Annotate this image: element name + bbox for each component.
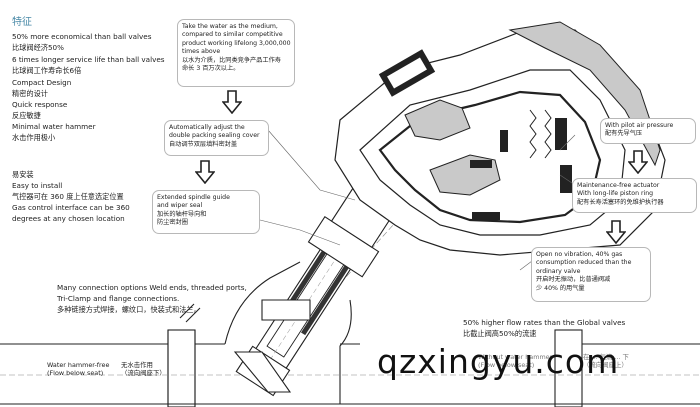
features-title: 特征 (12, 17, 32, 28)
connection-line: Tri-Clamp and flange connections. (57, 294, 180, 303)
callout-service-life: Take the water as the medium, compared t… (177, 19, 295, 87)
watermark: qzxingyu.com (377, 342, 620, 381)
flow-rate-line: 50% higher flow rates than the Global va… (463, 318, 626, 327)
install-line: Easy to install (12, 181, 63, 190)
install-line: degrees at any chosen location (12, 214, 125, 223)
callout-pilot-air: With pilot air pressure 配有先导气压 (600, 118, 696, 144)
feature-line: 精密的设计 (12, 89, 48, 98)
water-hammer-label-en: Water hammer-free (Flow below seat) (47, 361, 110, 377)
feature-line: Minimal water hammer (12, 122, 96, 131)
connection-line: Many connection options Weld ends, threa… (57, 283, 247, 292)
feature-line: Compact Design (12, 78, 72, 87)
flow-below-seat-label: Without water hammer (Flow below seat) (478, 353, 553, 369)
water-hammer-label-zh: 无水击作用 （流向阀座下） (121, 361, 166, 377)
install-line: Gas control interface can be 360 (12, 203, 130, 212)
feature-line: 6 times longer service life than ball va… (12, 55, 165, 64)
down-arrow-icon (222, 90, 242, 114)
feature-line: 反应敏捷 (12, 111, 41, 120)
valve-seat (233, 299, 311, 393)
flow-rate-line: 比截止阀高50%的流速 (463, 329, 537, 338)
callout-actuator: Maintenance-free actuator With long-life… (572, 178, 697, 213)
leader-lines (259, 129, 576, 271)
install-line: 气控器可在 360 度上任意选定位置 (12, 192, 124, 201)
feature-line: 比球阀经济50% (12, 43, 64, 52)
down-arrow-icon (195, 160, 215, 184)
callout-no-vibration: Open no vibration, 40% gas consumption r… (531, 247, 651, 302)
install-line: 易安装 (12, 170, 34, 179)
connection-line: 多种链接方式焊接，螺纹口，快装式和法兰。 (57, 305, 201, 314)
feature-line: Quick response (12, 100, 68, 109)
feature-line: 比球阀工作寿命长6倍 (12, 66, 82, 75)
feature-line: 水击作用极小 (12, 133, 56, 142)
spring (529, 109, 552, 159)
piston-detail (378, 49, 572, 220)
feature-line: 50% more economical than ball valves (12, 32, 152, 41)
callout-packing-seal: Automatically adjust the double packing … (164, 120, 269, 156)
callout-spindle-guide: Extended spindle guide and wiper seal 加长… (152, 190, 260, 234)
down-arrow-icon (628, 150, 648, 174)
flow-above-seat-label: 在 ... 气流 ... 下 （流向阀座上） (583, 353, 629, 369)
pipe-body (0, 261, 700, 407)
down-arrow-icon (606, 220, 626, 244)
